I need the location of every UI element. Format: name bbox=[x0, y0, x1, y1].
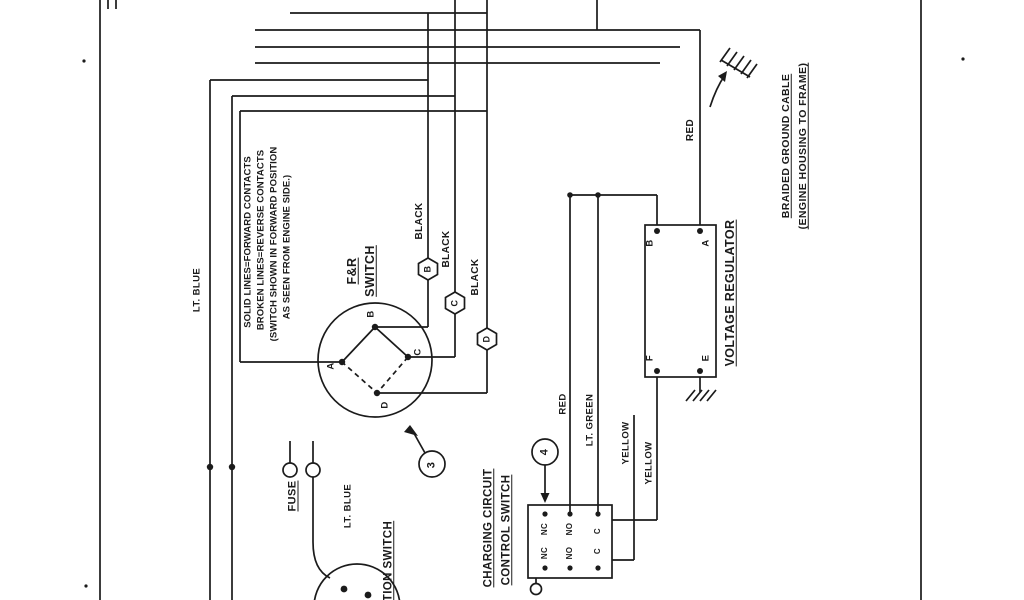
ignition-switch-body bbox=[313, 563, 401, 600]
connector-hex-b bbox=[417, 257, 439, 281]
line-art bbox=[99, 0, 922, 600]
junction-dot-1 bbox=[567, 192, 573, 198]
callout-4-arrowhead bbox=[540, 493, 550, 503]
fr-switch-body bbox=[317, 302, 433, 418]
connector-hex-d bbox=[476, 327, 498, 351]
ground-symbol-hatch bbox=[719, 47, 758, 79]
sw-terminal-label-no-2: NO bbox=[565, 546, 574, 560]
fr-terminal-dot-b bbox=[371, 323, 379, 331]
ground-cable-label-line2: (ENGINE HOUSING TO FRAME) bbox=[796, 62, 809, 230]
vr-terminal-label-e: E bbox=[700, 354, 712, 362]
callout-4-number: 4 bbox=[538, 448, 551, 456]
vr-terminal-label-b: B bbox=[644, 239, 656, 247]
sw-dot-bot-1 bbox=[542, 565, 548, 571]
note-line-1: SOLID LINES=FORWARD CONTACTS bbox=[242, 156, 254, 328]
top-bus-wires bbox=[210, 12, 700, 112]
junction-dot-2 bbox=[595, 192, 601, 198]
regulator-lead-b bbox=[570, 194, 658, 225]
callout-3-number: 3 bbox=[425, 461, 438, 469]
sw-dot-top-1 bbox=[542, 511, 548, 517]
fuse-terminal-right bbox=[305, 462, 321, 478]
wire-label-lt-blue-top: LT. BLUE bbox=[191, 267, 203, 313]
sw-terminal-label-c-1: C bbox=[593, 527, 602, 535]
vr-terminal-dot-f bbox=[654, 368, 660, 374]
sw-dot-top-3 bbox=[595, 511, 601, 517]
fr-terminal-label-a: A bbox=[325, 362, 337, 370]
fuse-terminal-left bbox=[282, 462, 298, 478]
wire-label-yellow-1: YELLOW bbox=[620, 421, 632, 465]
sw-terminal-label-nc-2: NC bbox=[540, 546, 549, 560]
scan-speck-2 bbox=[961, 57, 965, 61]
junction-dots bbox=[82, 57, 965, 599]
wire-label-yellow-2: YELLOW bbox=[643, 441, 655, 485]
sw-terminal-label-nc-1: NC bbox=[540, 522, 549, 536]
wire-label-lt-blue-bottom: LT. BLUE bbox=[342, 483, 354, 529]
callout-3-circle bbox=[418, 450, 446, 478]
connector-label-b: B bbox=[422, 265, 433, 273]
sw-terminal-label-c-2: C bbox=[593, 547, 602, 555]
edge-ticks bbox=[107, 0, 598, 30]
charging-switch-title-line1: CHARGING CIRCUIT bbox=[482, 468, 495, 588]
fuse-title: FUSE bbox=[286, 480, 299, 512]
note-line-2: BROKEN LINES=REVERSE CONTACTS bbox=[255, 149, 267, 331]
left-vertical-wires bbox=[209, 80, 342, 600]
note-line-3: (SWITCH SHOWN IN FORWARD POSITION bbox=[268, 146, 280, 342]
connector-label-c: C bbox=[449, 299, 460, 307]
ignition-contact-dot-2 bbox=[364, 591, 372, 599]
fr-switch-title-line2: SWITCH bbox=[362, 245, 377, 297]
connector-label-d: D bbox=[481, 335, 492, 343]
wire-label-black-3: BLACK bbox=[470, 258, 481, 296]
fr-terminal-label-d: D bbox=[379, 401, 391, 409]
vr-terminal-label-f: F bbox=[644, 354, 656, 362]
ground-cable-label-line1: BRAIDED GROUND CABLE bbox=[779, 73, 792, 219]
connector-hex-c bbox=[444, 291, 466, 315]
ignition-switch-title: TION SWITCH bbox=[382, 520, 395, 600]
sw-terminal-label-no-1: NO bbox=[565, 522, 574, 536]
ground-arrowhead bbox=[718, 71, 727, 82]
sw-dot-bot-2 bbox=[567, 565, 573, 571]
wire-label-lt-green: LT. GREEN bbox=[584, 393, 596, 447]
fr-terminal-dot-d bbox=[373, 389, 381, 397]
fr-switch-forward-contacts bbox=[341, 325, 409, 363]
black-wire-c bbox=[408, 0, 456, 358]
regulator-ground-hatch bbox=[685, 389, 717, 402]
vr-terminal-dot-a bbox=[697, 228, 703, 234]
vr-terminal-dot-e bbox=[697, 368, 703, 374]
scan-speck-1 bbox=[82, 59, 86, 63]
fr-terminal-dot-a bbox=[338, 358, 346, 366]
callout-3-arrowhead bbox=[404, 425, 418, 436]
fr-terminal-label-c: C bbox=[412, 348, 424, 356]
wire-label-black-2: BLACK bbox=[441, 230, 452, 268]
voltage-regulator-body bbox=[644, 224, 717, 378]
charging-switch-plunger bbox=[529, 582, 543, 596]
fr-terminal-label-b: B bbox=[365, 310, 377, 318]
charging-switch-title-line2: CONTROL SWITCH bbox=[500, 474, 513, 586]
note-line-4: AS SEEN FROM ENGINE SIDE.) bbox=[281, 174, 293, 320]
sw-dot-bot-3 bbox=[595, 565, 601, 571]
charging-switch-wires bbox=[535, 195, 635, 583]
fr-terminal-dot-c bbox=[404, 353, 412, 361]
fr-switch-reverse-contacts bbox=[341, 356, 409, 395]
fr-switch-title-line1: F&R bbox=[344, 257, 359, 285]
ignition-contact-dot-1 bbox=[340, 585, 348, 593]
vr-terminal-label-a: A bbox=[700, 239, 712, 247]
junction-dot-3 bbox=[206, 463, 214, 471]
scan-speck-3 bbox=[84, 584, 88, 588]
voltage-regulator-title: VOLTAGE REGULATOR bbox=[722, 219, 737, 367]
wire-label-black-1: BLACK bbox=[414, 202, 425, 240]
vr-terminal-dot-b bbox=[654, 228, 660, 234]
black-wire-d bbox=[377, 0, 488, 394]
wire-label-red-top: RED bbox=[685, 118, 696, 142]
junction-dot-4 bbox=[228, 463, 236, 471]
sw-dot-top-2 bbox=[567, 511, 573, 517]
black-wire-b bbox=[375, 13, 429, 328]
wire-label-red-mid: RED bbox=[557, 393, 569, 415]
